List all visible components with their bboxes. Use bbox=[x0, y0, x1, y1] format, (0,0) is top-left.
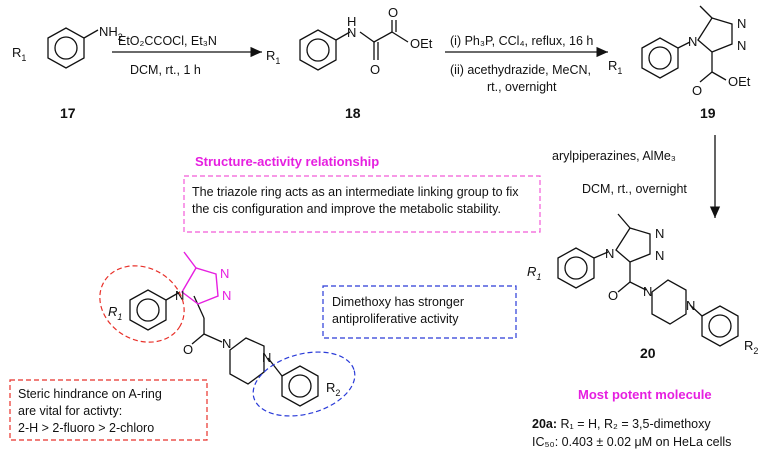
sar-structure bbox=[129, 289, 319, 407]
sar-o-label: O bbox=[183, 342, 193, 357]
dimethoxy-note: Dimethoxy has stronger antiproliferative… bbox=[332, 295, 465, 326]
c20-r2-label: R2 bbox=[744, 338, 758, 356]
b-ring-highlight bbox=[252, 351, 356, 417]
c20-n2-label: N bbox=[655, 226, 664, 241]
sar-title: Structure-activity relationship bbox=[195, 154, 380, 169]
triazole-note: The triazole ring acts as an intermediat… bbox=[192, 185, 519, 216]
steric-note-line-2: are vital for activty: bbox=[18, 404, 123, 418]
c19-id: 19 bbox=[700, 105, 716, 121]
c19-o-label: O bbox=[692, 83, 702, 98]
compound-20 bbox=[557, 213, 739, 347]
c18-h-label: H bbox=[347, 14, 356, 29]
result-substituents: R₁ = H, R₂ = 3,5-dimethoxy bbox=[557, 417, 711, 431]
c18-r1-label: R1 bbox=[266, 48, 280, 66]
sar-r1-label: R1 bbox=[108, 304, 122, 322]
step1-conditions: DCM, rt., 1 h bbox=[130, 63, 201, 77]
steric-note-line-3: 2-H > 2-fluoro > 2-chloro bbox=[18, 421, 155, 435]
step3-conditions: DCM, rt., overnight bbox=[582, 182, 687, 196]
c18-o2-label: O bbox=[388, 5, 398, 20]
sar-r2-label: R2 bbox=[326, 380, 340, 398]
most-potent-heading: Most potent molecule bbox=[578, 387, 712, 402]
sar-n1-label: N bbox=[175, 288, 184, 303]
c17-amine-label: NH2 bbox=[99, 24, 123, 42]
c18-oet-label: OEt bbox=[410, 36, 433, 51]
c20-n1-label: N bbox=[605, 246, 614, 261]
steric-note: Steric hindrance on A-ring are vital for… bbox=[18, 386, 206, 437]
compound-18 bbox=[299, 20, 409, 71]
triazole-note-box bbox=[183, 175, 541, 233]
c20-pip-n1-label: N bbox=[643, 284, 652, 299]
result-line-1: 20a: R₁ = H, R₂ = 3,5-dimethoxy bbox=[532, 416, 711, 433]
step3-reagents: arylpiperazines, AlMe₃ bbox=[552, 149, 676, 163]
step2-reagents: (i) Ph₃P, CCl₄, reflux, 16 h bbox=[450, 34, 593, 48]
a-ring-highlight bbox=[99, 265, 185, 343]
compound-17 bbox=[47, 27, 99, 69]
c20-n3-label: N bbox=[655, 248, 664, 263]
c19-n2-label: N bbox=[737, 16, 746, 31]
sar-triazole bbox=[181, 251, 219, 305]
c20-id: 20 bbox=[640, 345, 656, 361]
c19-r1-label: R1 bbox=[608, 58, 622, 76]
c19-n1-label: N bbox=[688, 34, 697, 49]
c18-n-label: N bbox=[347, 25, 356, 40]
c20-o-label: O bbox=[608, 288, 618, 303]
c17-id: 17 bbox=[60, 105, 76, 121]
c17-r1-label: R1 bbox=[12, 45, 26, 63]
step2-reagents-ii: (ii) acethydrazide, MeCN, bbox=[450, 63, 591, 77]
step1-reagents: EtO₂CCOCl, Et₃N bbox=[118, 34, 217, 48]
compound-19 bbox=[641, 5, 733, 83]
dimethoxy-note-box bbox=[322, 285, 517, 339]
sar-pip-n2-label: N bbox=[262, 350, 271, 365]
sar-pip-n1-label: N bbox=[222, 336, 231, 351]
result-line-2: IC₅₀: 0.403 ± 0.02 μM on HeLa cells bbox=[532, 435, 732, 449]
steric-note-box bbox=[9, 379, 208, 441]
result-compound-id: 20a: bbox=[532, 417, 558, 431]
c18-o1-label: O bbox=[370, 62, 380, 77]
steric-note-line-1: Steric hindrance on A-ring bbox=[18, 387, 162, 401]
c18-id: 18 bbox=[345, 105, 361, 121]
c20-pip-n2-label: N bbox=[686, 298, 695, 313]
sar-n3-label: N bbox=[222, 288, 231, 303]
c19-n3-label: N bbox=[737, 38, 746, 53]
c19-oet-label: OEt bbox=[728, 74, 751, 89]
c20-r1-label: R1 bbox=[527, 264, 541, 282]
sar-n2-label: N bbox=[220, 266, 229, 281]
step2-conditions: rt., overnight bbox=[487, 80, 557, 94]
